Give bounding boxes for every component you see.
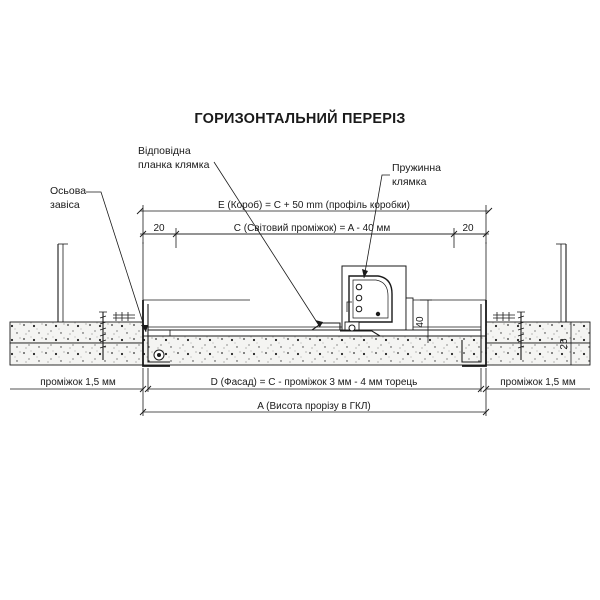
dimension-C: 20 C (Світовий проміжок) = A - 40 мм 20	[139, 223, 490, 248]
callout-spring-latch: Пружинна клямка	[362, 162, 441, 279]
wall-left	[9, 321, 144, 366]
strike-plate	[311, 322, 341, 331]
callout-pivot-hinge-line1: Осьова	[50, 185, 86, 197]
screw-left	[99, 311, 107, 360]
callout-pivot-hinge: Осьова завіса	[50, 185, 148, 333]
dimension-25-label: 25	[559, 338, 570, 350]
frame-profile-boards	[142, 335, 487, 366]
wall-stud-left	[57, 243, 68, 322]
callout-strike-plate-line1: Відповідна	[138, 145, 191, 157]
callout-pivot-hinge-line2: завіса	[50, 199, 80, 211]
callout-spring-latch-line1: Пружинна	[392, 162, 441, 174]
dimension-A-label: A (Висота прорізу в ГКЛ)	[257, 401, 371, 412]
dimension-40-label: 40	[415, 316, 426, 328]
dimension-40: 40	[415, 299, 432, 343]
dimension-A: A (Висота прорізу в ГКЛ)	[139, 400, 490, 416]
wall-right	[485, 321, 591, 366]
wall-stud-right	[556, 243, 567, 322]
dimension-gaps-and-D: проміжок 1,5 мм D (Фасад) = C - проміжок…	[10, 368, 590, 400]
gap-left-label: проміжок 1,5 мм	[40, 377, 116, 388]
drawing-title: ГОРИЗОНТАЛЬНИЙ ПЕРЕРІЗ	[194, 109, 405, 127]
screw-right	[517, 311, 525, 360]
dimension-20-right: 20	[462, 223, 474, 234]
dimension-C-label: C (Світовий проміжок) = A - 40 мм	[234, 223, 391, 234]
dimension-E-label: E (Короб) = C + 50 mm (профіль коробки)	[218, 199, 410, 211]
dimension-E: E (Короб) = C + 50 mm (профіль коробки)	[136, 199, 493, 244]
dimension-D-label: D (Фасад) = C - проміжок 3 мм - 4 мм тор…	[211, 377, 418, 388]
callout-strike-plate-line2: планка клямка	[138, 159, 210, 171]
gap-right-label: проміжок 1,5 мм	[500, 377, 576, 388]
dimension-20-left: 20	[153, 223, 165, 234]
box-outline	[142, 242, 487, 301]
dowels	[113, 312, 515, 321]
callout-spring-latch-line2: клямка	[392, 176, 427, 188]
dimension-25: 25	[559, 322, 572, 365]
spring-latch-body	[340, 265, 414, 337]
door-leaf	[147, 326, 482, 337]
callout-strike-plate: Відповідна планка клямка	[138, 145, 323, 328]
